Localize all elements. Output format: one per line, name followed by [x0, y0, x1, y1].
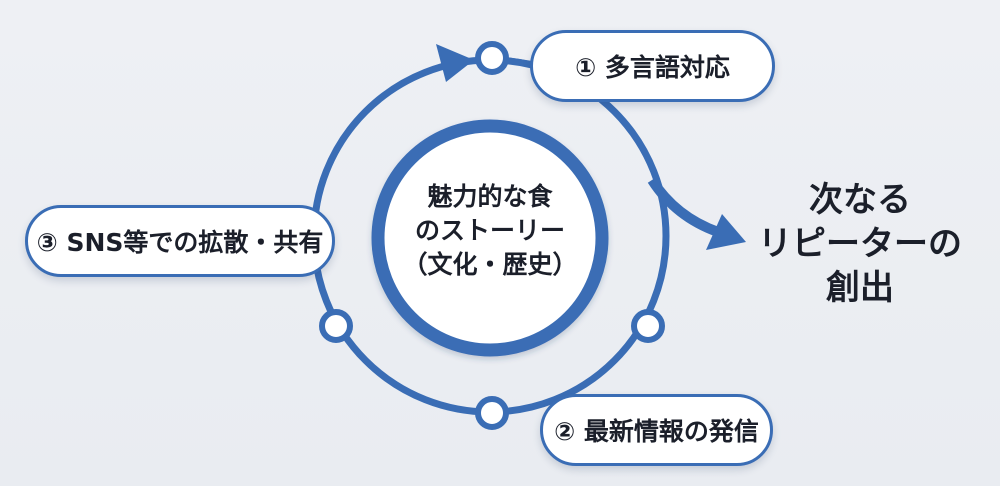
step-label: ② 最新情報の発信: [554, 417, 759, 446]
center-line: （文化・歴史）: [402, 250, 578, 279]
step-sns-sharing: ③ SNS等での拡散・共有: [25, 205, 335, 277]
outcome-line: リピーターの: [758, 224, 962, 264]
cycle-arrowhead: [436, 44, 474, 82]
step-label: ① 多言語対応: [575, 53, 730, 82]
step-latest-info: ② 最新情報の発信: [540, 394, 773, 466]
outcome-label: 次なる リピーターの 創出: [740, 178, 980, 310]
branch-arrowhead: [706, 214, 746, 250]
node-right: [631, 309, 665, 343]
node-left: [319, 309, 353, 343]
node-top: [475, 41, 509, 75]
branch-arrow: [647, 177, 720, 237]
center-circle: [371, 119, 609, 357]
step-multilingual: ① 多言語対応: [530, 30, 775, 102]
node-bottom: [475, 396, 509, 430]
outcome-line: 創出: [826, 268, 894, 308]
outcome-line: 次なる: [809, 180, 911, 220]
center-line: 魅力的な食: [427, 182, 553, 211]
center-line: のストーリー: [414, 216, 565, 245]
step-label: ③ SNS等での拡散・共有: [36, 228, 324, 257]
center-label: 魅力的な食 のストーリー （文化・歴史）: [380, 180, 600, 282]
connector-top: [505, 57, 533, 67]
